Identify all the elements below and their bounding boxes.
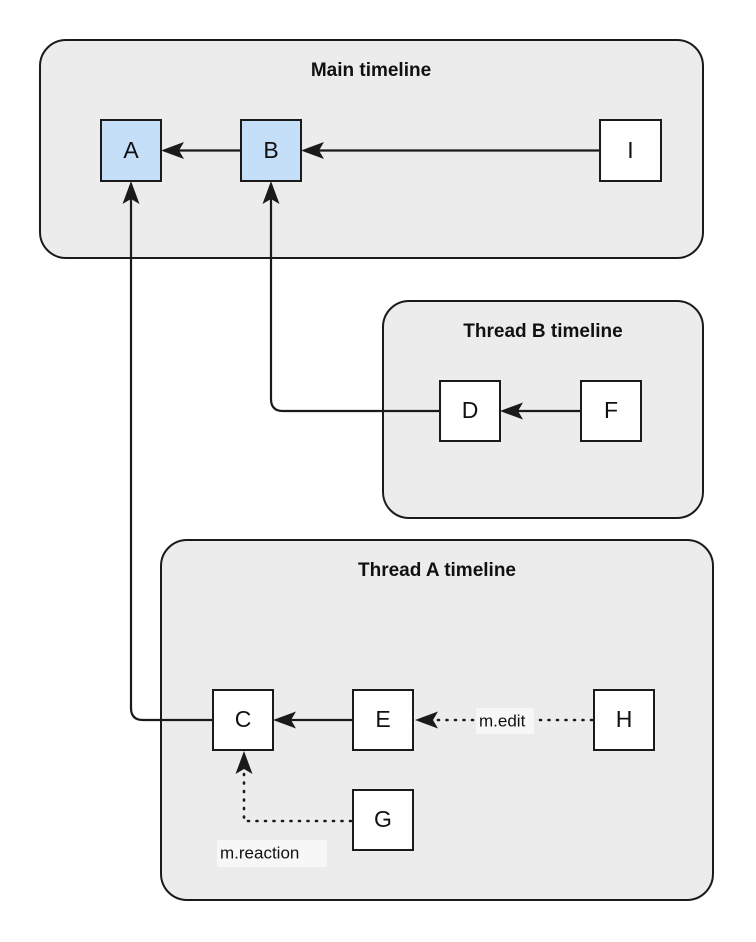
node-i[interactable]: I: [599, 119, 662, 182]
node-a-rect[interactable]: [100, 119, 162, 182]
group-main-timeline-title: Main timeline: [311, 60, 431, 81]
edge-b-to-a-arrowhead: [161, 142, 184, 159]
group-thread-a-timeline-title: Thread A timeline: [358, 560, 516, 581]
edge-c-to-a-arrowhead: [122, 181, 140, 204]
edge-h-to-e-arrowhead: [415, 711, 438, 729]
edge-label-m-edit-text: m.edit: [479, 711, 526, 730]
node-e[interactable]: E: [352, 689, 414, 751]
node-e-rect[interactable]: [352, 689, 414, 751]
edge-c-to-a: [122, 181, 213, 722]
node-h-label: H: [616, 706, 633, 732]
edge-label-m-edit-bg: [476, 708, 534, 734]
node-f[interactable]: F: [580, 380, 642, 442]
edge-i-to-b: [301, 142, 600, 159]
node-f-rect[interactable]: [580, 380, 642, 442]
edge-h-to-e: [415, 711, 594, 729]
node-a[interactable]: A: [100, 119, 162, 182]
node-c-label: C: [235, 706, 252, 732]
edge-b-to-a: [161, 142, 241, 159]
node-h[interactable]: H: [593, 689, 655, 751]
group-thread-b-timeline-rect: [382, 300, 704, 519]
node-c-rect[interactable]: [212, 689, 274, 751]
edge-d-to-b: [262, 181, 440, 413]
node-d-rect[interactable]: [439, 380, 501, 442]
edge-label-m-edit: m.edit: [476, 708, 534, 734]
node-i-label: I: [627, 137, 633, 163]
edge-g-to-c-arrowhead: [235, 751, 253, 774]
edge-g-to-c-line: [242, 764, 353, 823]
edge-g-to-c: [235, 751, 353, 823]
edge-f-to-d: [500, 402, 581, 420]
edge-label-m-reaction: m.reaction: [217, 840, 327, 867]
node-i-rect[interactable]: [599, 119, 662, 182]
edge-f-to-d-arrowhead: [500, 402, 523, 420]
node-b-label: B: [263, 137, 278, 163]
node-g[interactable]: G: [352, 789, 414, 851]
node-b-rect[interactable]: [240, 119, 302, 182]
edge-i-to-b-arrowhead: [301, 142, 324, 159]
group-thread-b-timeline-title: Thread B timeline: [463, 321, 622, 342]
edge-c-to-a-line: [129, 192, 213, 722]
edge-d-to-b-arrowhead: [262, 181, 280, 204]
edge-d-to-b-line: [269, 192, 440, 413]
node-d[interactable]: D: [439, 380, 501, 442]
group-main-timeline: Main timeline: [39, 39, 704, 259]
node-d-label: D: [462, 397, 479, 423]
edge-label-m-reaction-text: m.reaction: [220, 843, 299, 862]
group-thread-b-timeline: Thread B timeline: [382, 300, 704, 519]
edge-e-to-c: [273, 711, 353, 729]
node-e-label: E: [375, 706, 390, 732]
edge-label-m-reaction-bg: [217, 840, 327, 867]
node-f-label: F: [604, 397, 618, 423]
edge-e-to-c-arrowhead: [273, 711, 296, 729]
node-c[interactable]: C: [212, 689, 274, 751]
node-g-rect[interactable]: [352, 789, 414, 851]
node-g-label: G: [374, 806, 392, 832]
node-h-rect[interactable]: [593, 689, 655, 751]
group-main-timeline-rect: [39, 39, 704, 259]
node-b[interactable]: B: [240, 119, 302, 182]
node-a-label: A: [123, 137, 139, 163]
